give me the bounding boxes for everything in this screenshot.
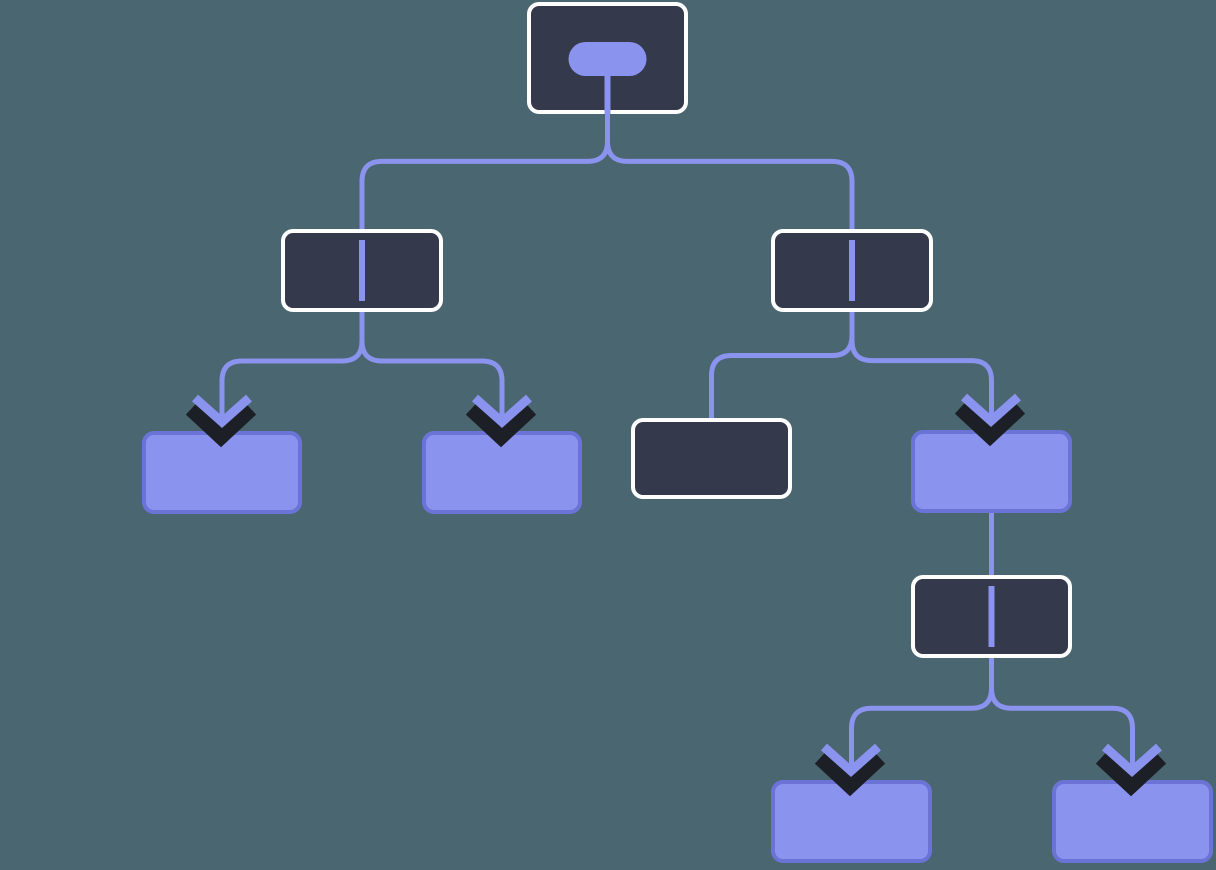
node-glyph-bar [849, 240, 855, 301]
arrowhead-chevron-purple [1102, 743, 1162, 778]
edge-root-to-branch-left [359, 108, 610, 235]
node-glyph-bar [359, 240, 365, 301]
node-glyph-pill [568, 42, 647, 76]
arrowhead-chevron-dark [954, 400, 1026, 447]
arrowhead-leaf-5 [1095, 743, 1167, 797]
arrowhead-chevron-purple [472, 394, 532, 429]
empty-dark-node[interactable] [631, 418, 792, 499]
arrowhead-chevron-dark [185, 401, 257, 448]
overline-layer [359, 42, 995, 647]
edge-root-to-branch-right [605, 108, 855, 235]
arrowhead-leaf-3 [954, 393, 1026, 447]
arrowhead-leaf-1 [185, 394, 257, 448]
arrowhead-chevron-dark [465, 401, 537, 448]
node-glyph-stem [604, 74, 611, 114]
connector-layer [219, 108, 1135, 786]
arrowhead-chevron-dark [1095, 750, 1167, 797]
node-glyph-bar [988, 586, 995, 647]
arrowhead-layer [185, 393, 1167, 797]
edge-branch-right-to-empty [709, 306, 855, 424]
arrowhead-chevron-purple [192, 394, 252, 429]
arrowhead-chevron-dark [814, 750, 886, 797]
node-layer [142, 2, 1213, 863]
arrowhead-chevron-purple [821, 743, 881, 778]
arrowhead-leaf-4 [814, 743, 886, 797]
arrowhead-chevron-purple [961, 393, 1021, 428]
edge-branch-left-to-leaf-2 [359, 306, 505, 437]
edge-branch-right-to-leaf-3 [849, 306, 994, 436]
arrowhead-leaf-2 [465, 394, 537, 448]
edge-sub-branch-to-leaf-5 [989, 652, 1135, 786]
node-body [631, 418, 792, 499]
